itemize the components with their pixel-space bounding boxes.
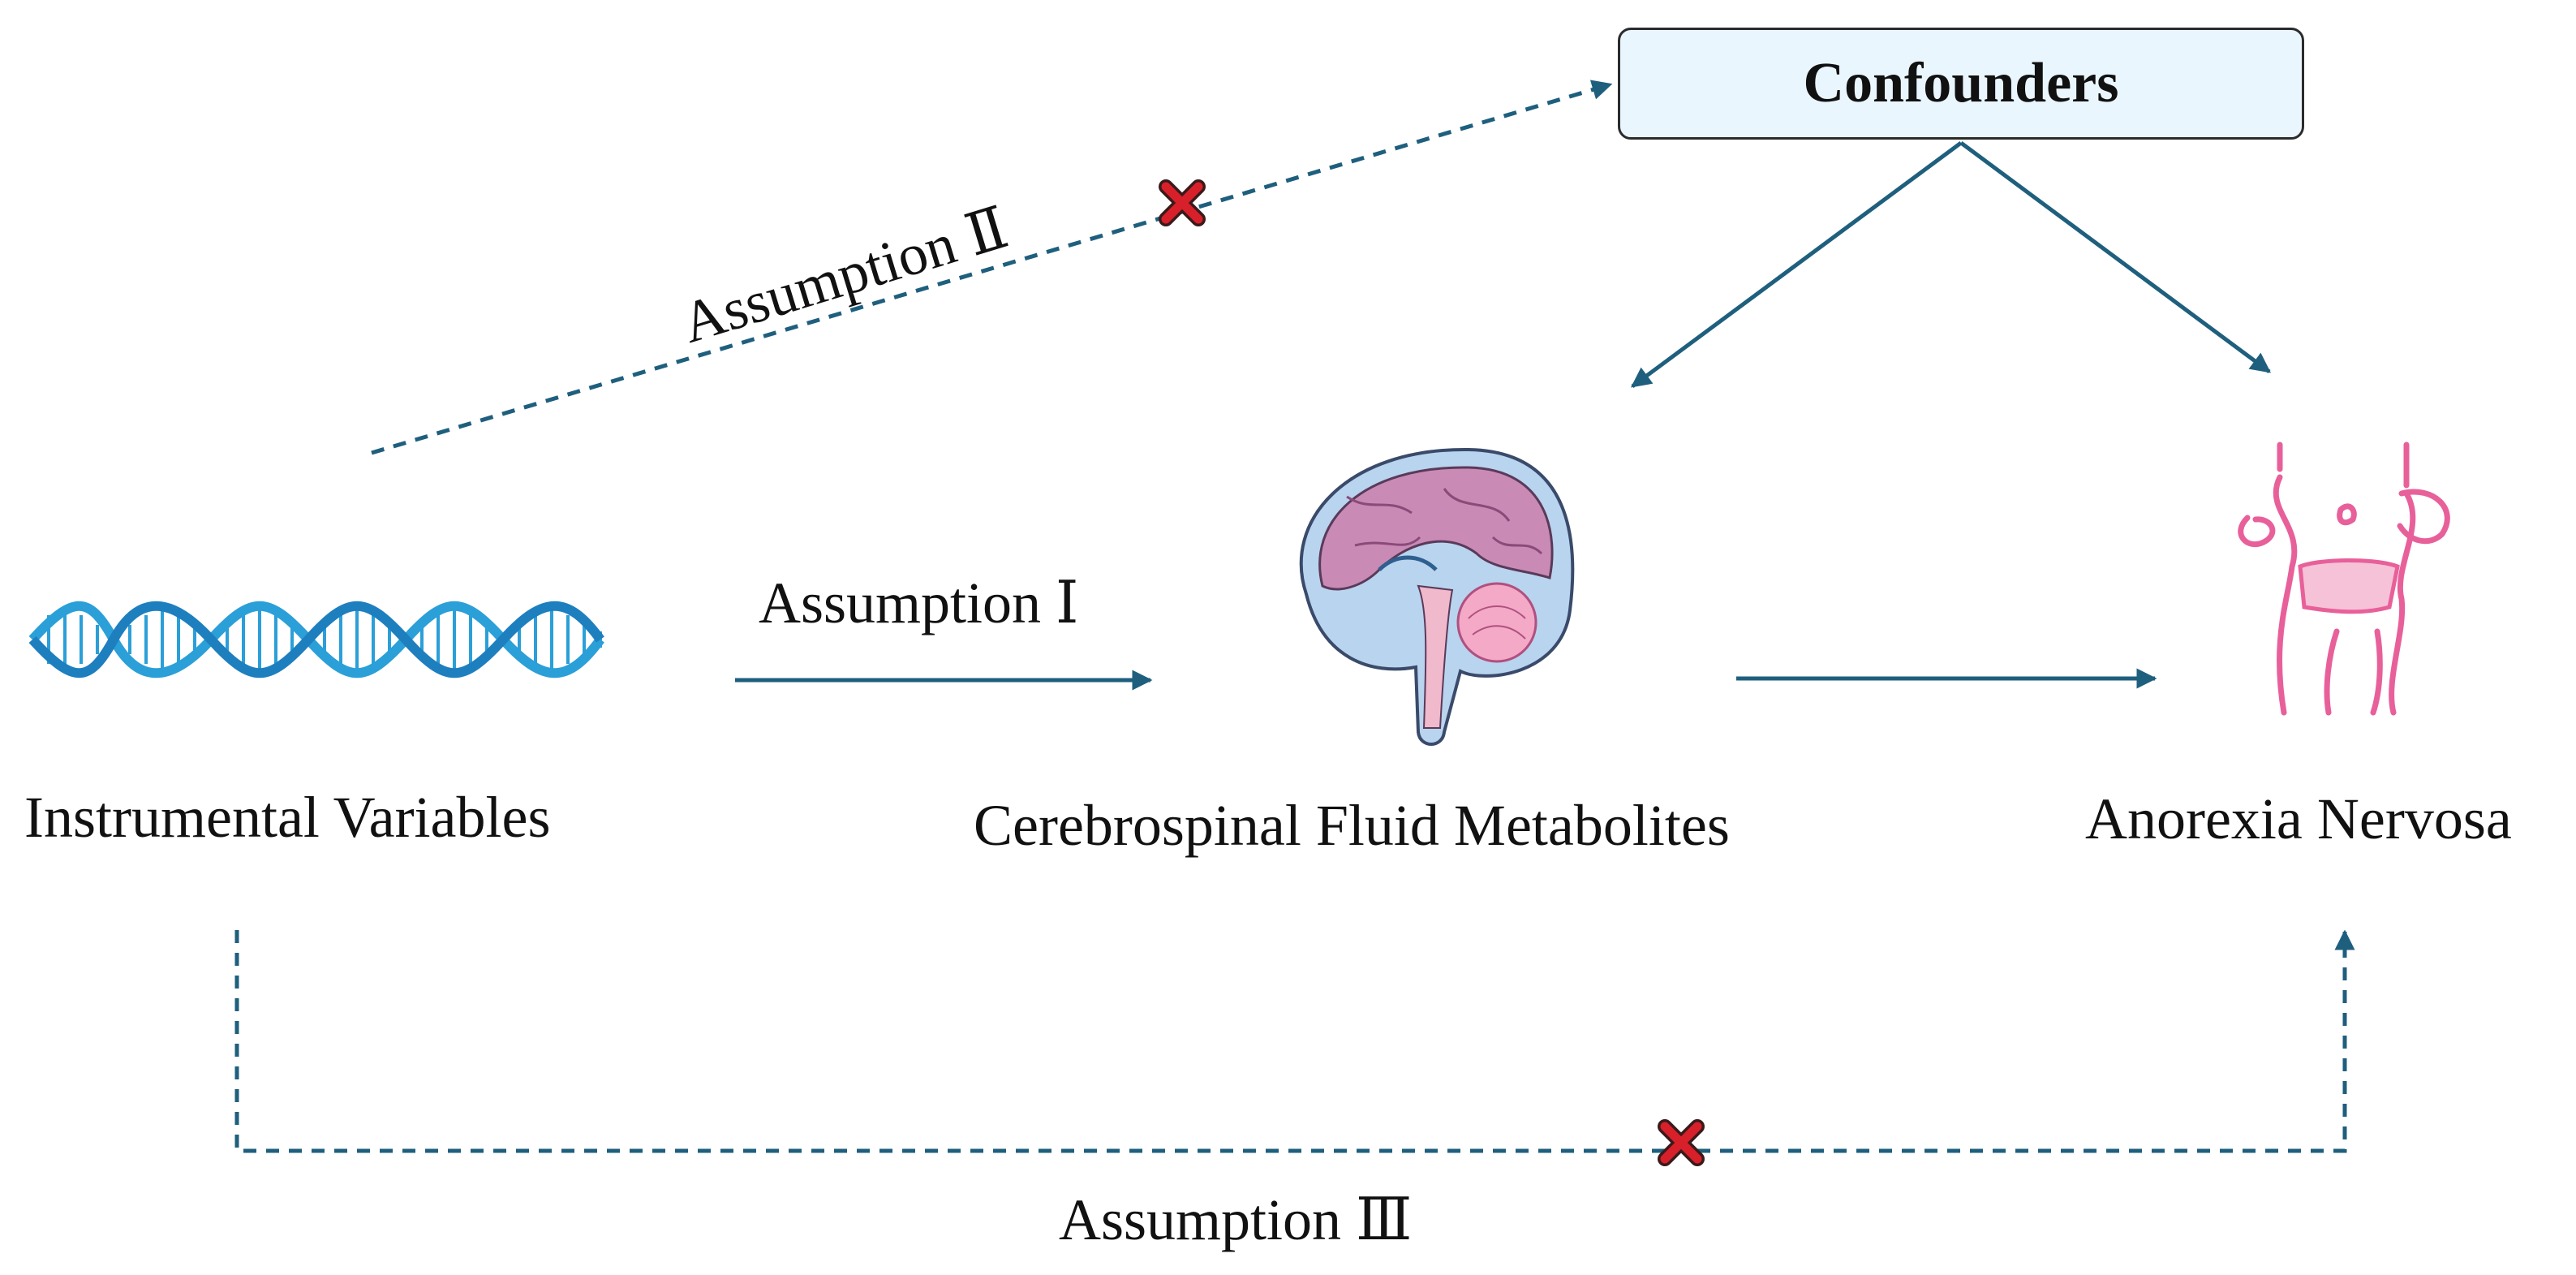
dna-helix-icon: [28, 601, 604, 678]
cross-mark-icon: [1159, 179, 1206, 226]
anorexia-nervosa-label: Anorexia Nervosa: [2085, 786, 2512, 851]
csf-metabolites-label: Cerebrospinal Fluid Metabolites: [974, 793, 1730, 858]
assumption-one-label: Assumption Ⅰ: [759, 571, 1079, 635]
assumption-three-label: Assumption Ⅲ: [1059, 1187, 1413, 1252]
assumption-two-arrow: [371, 80, 1613, 455]
confounders-to-csf-arrow: [1630, 140, 1963, 389]
thin-waist-body-icon: [2238, 442, 2450, 716]
confounders-node: Confounders: [1618, 28, 2304, 140]
confounders-label: Confounders: [1803, 52, 2119, 114]
cross-mark-icon: [1658, 1119, 1705, 1166]
instrumental-variables-label: Instrumental Variables: [24, 785, 551, 850]
confounders-to-anorexia-arrow: [1959, 140, 2272, 374]
assumption-three-path: [234, 929, 2355, 1153]
brain-sagittal-icon: [1299, 447, 1575, 746]
